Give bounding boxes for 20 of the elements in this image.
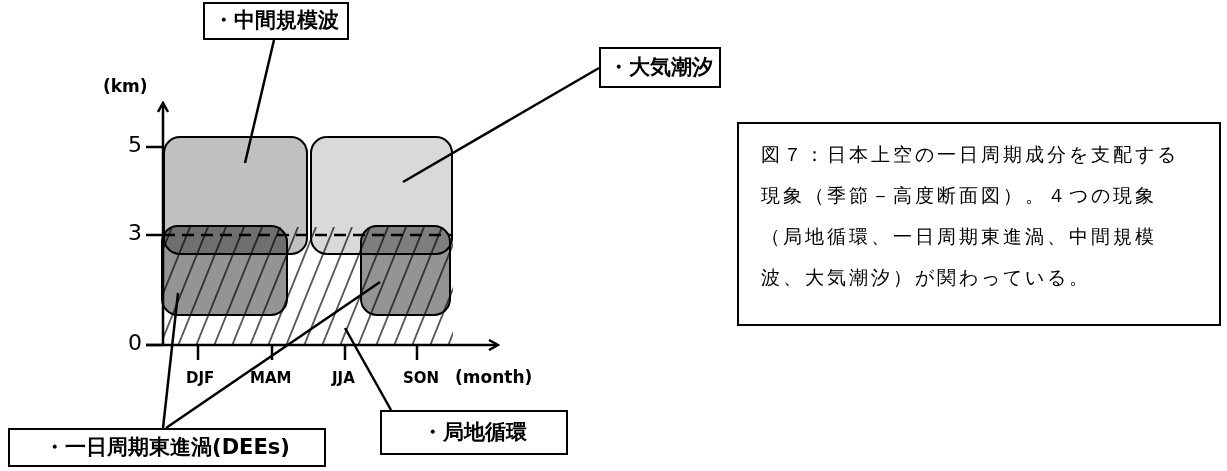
axis-label: JJA (332, 371, 355, 386)
caption-box: 図７：日本上空の一日周期成分を支配する現象（季節－高度断面図）。４つの現象（局地循環、一日周期東進渦、中間規模波、大気潮汐）が関わっている。 (737, 122, 1221, 326)
leader-line (243, 39, 276, 164)
axis-label: SON (403, 371, 440, 386)
leader-line (161, 292, 180, 429)
leader-line (402, 66, 600, 184)
label-box: ・局地循環 (380, 410, 568, 455)
axis-label: MAM (250, 371, 292, 386)
axis-label: 5 (128, 134, 142, 156)
hatched-region (163, 227, 453, 345)
leader-line (343, 327, 393, 411)
label-box: ・一日周期東進渦(DEEs) (8, 428, 326, 467)
axis-label: (month) (455, 369, 533, 386)
axis-label: (km) (103, 78, 148, 95)
axis-label: 3 (128, 222, 142, 244)
leader-line (165, 280, 381, 430)
label-box: ・中間規模波 (203, 2, 349, 40)
axis-label: 0 (128, 332, 142, 354)
axis-label: DJF (186, 371, 215, 386)
label-box: ・大気潮汐 (599, 47, 721, 88)
